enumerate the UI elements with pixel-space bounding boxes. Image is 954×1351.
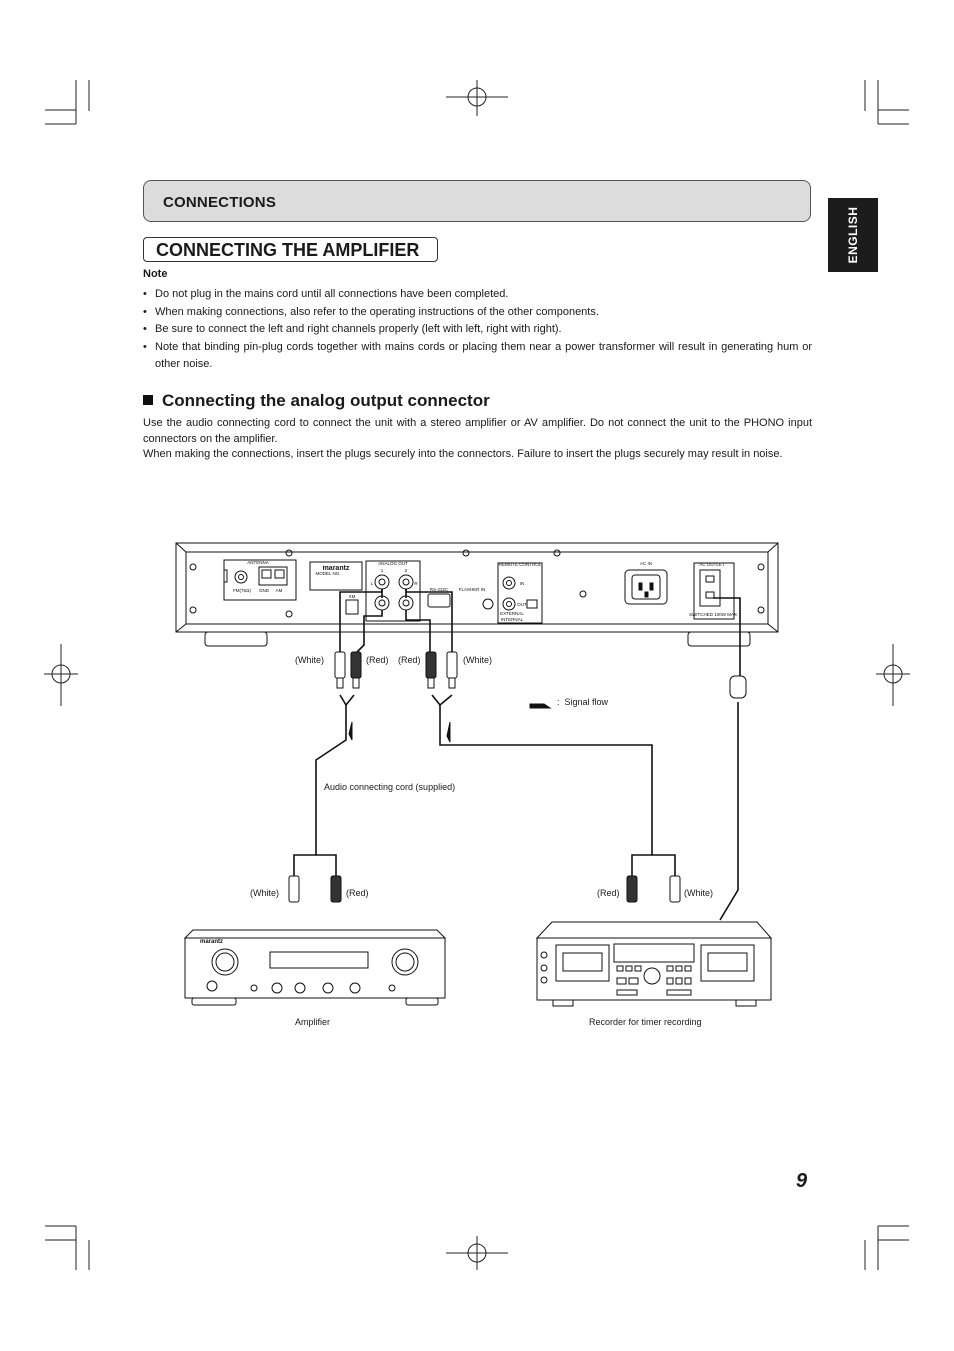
page-heading-box: CONNECTING THE AMPLIFIER: [143, 237, 438, 262]
plug-label-red-1: (Red): [366, 655, 389, 665]
note-item: Be sure to connect the left and right ch…: [143, 321, 812, 339]
panel-am-label: AM: [276, 588, 283, 593]
note-item: When making connections, also refer to t…: [143, 304, 812, 322]
subsection-heading: Connecting the analog output connector: [143, 391, 490, 411]
subsection-paragraph-1: Use the audio connecting cord to connect…: [143, 417, 812, 445]
panel-switched-label: SWITCHED 100W MAX: [689, 612, 737, 617]
note-item: Note that binding pin-plug cords togethe…: [143, 339, 812, 374]
amp-plug-label-red: (Red): [346, 888, 369, 898]
panel-analog-out-label: ANALOG OUT: [378, 561, 408, 566]
page-number: 9: [796, 1170, 808, 1192]
panel-ac-outlet-label: AC OUTLET: [699, 562, 725, 567]
note-item: Do not plug in the mains cord until all …: [143, 286, 812, 304]
section-title: CONNECTIONS: [163, 194, 277, 211]
panel-antenna-label: ANTENNA: [247, 560, 269, 565]
plug-label-white-1: (White): [295, 655, 324, 665]
panel-xm-label: XM: [349, 594, 356, 599]
panel-brand-logo: marantz: [323, 565, 350, 572]
recorder-plug-label-red: (Red): [597, 888, 620, 898]
note-list: Do not plug in the mains cord until all …: [143, 286, 812, 374]
plug-label-red-2: (Red): [398, 655, 421, 665]
panel-gnd-label: GND: [259, 588, 270, 593]
amplifier-brand-logo: marantz: [200, 939, 223, 945]
subsection-paragraph-2: When making the connections, insert the …: [143, 448, 783, 460]
signal-flow-label: Signal flow: [564, 697, 609, 707]
panel-ch2-label: 2: [405, 568, 408, 573]
panel-flasher-label: FLASHER IN: [459, 587, 486, 592]
page-heading: CONNECTING THE AMPLIFIER: [156, 240, 420, 260]
plug-label-white-2: (White): [463, 655, 492, 665]
panel-ac-in-label: AC IN: [640, 561, 652, 566]
panel-internal-label: INTERNAL: [501, 617, 524, 622]
panel-external-label: EXTERNAL: [500, 611, 524, 616]
amp-plug-label-white: (White): [250, 888, 279, 898]
subsection-title: Connecting the analog output connector: [162, 391, 490, 410]
panel-in-label: IN: [520, 581, 525, 586]
section-header-bar: CONNECTIONS: [143, 180, 811, 222]
cord-label: Audio connecting cord (supplied): [324, 782, 456, 792]
panel-remote-label: REMOTE CONTROL: [499, 562, 542, 567]
panel-fm-label: FM(75Ω): [233, 588, 251, 593]
recorder-plug-label-white: (White): [684, 888, 713, 898]
panel-out-label: OUT: [517, 602, 527, 607]
panel-model-label: MODEL NO.: [315, 571, 340, 576]
panel-rs232c-label: RS-232C: [430, 587, 449, 592]
amplifier-label: Amplifier: [295, 1017, 331, 1027]
note-label: Note: [143, 268, 168, 280]
recorder-label: Recorder for timer recording: [589, 1017, 702, 1027]
panel-left-label: L: [371, 581, 374, 586]
panel-ch1-label: 1: [381, 568, 384, 573]
square-bullet-icon: [143, 395, 153, 405]
panel-right-label: R: [414, 581, 418, 586]
signal-flow-legend: : Signal flow: [557, 697, 609, 707]
language-tab: ENGLISH: [828, 198, 878, 272]
